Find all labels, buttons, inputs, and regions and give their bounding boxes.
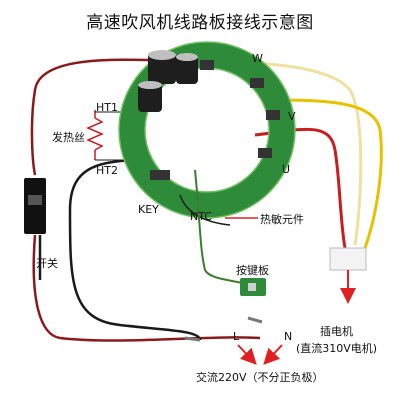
switch-body (24, 178, 46, 234)
label-v: V (288, 110, 296, 123)
label-ntc: NTC (190, 210, 212, 223)
motor-connector (329, 247, 367, 271)
mosfet-3 (266, 110, 280, 120)
capacitor-3 (138, 82, 162, 112)
plug-n (247, 316, 263, 324)
label-switch: 开关 (36, 257, 58, 270)
plug-l (184, 336, 201, 342)
label-ht2: HT2 (96, 164, 118, 177)
label-ht1: HT1 (96, 101, 118, 114)
label-ac: 交流220V（不分正负极） (196, 371, 324, 384)
heater-coil (86, 117, 104, 151)
red-wire-loop (30, 58, 151, 176)
label-dc-motor: (直流310V电机) (296, 342, 378, 355)
label-w: W (252, 52, 263, 65)
button-board-wire (194, 169, 251, 286)
diagram-title: 高速吹风机线路板接线示意图 (86, 13, 314, 33)
label-l: L (233, 330, 240, 343)
label-u: U (282, 163, 291, 176)
black-wire-key (68, 158, 202, 341)
red-wire-bottom (32, 234, 261, 342)
ic-chip (150, 170, 170, 180)
pcb-ring (119, 42, 295, 218)
mosfet-2 (250, 78, 264, 88)
label-thermistor: 热敏元件 (260, 213, 304, 226)
mosfet-4 (258, 148, 272, 158)
capacitor-2 (176, 54, 198, 84)
label-n: N (284, 330, 293, 343)
label-plug-motor: 插电机 (320, 325, 353, 338)
label-key: KEY (138, 203, 159, 216)
label-heater: 发热丝 (52, 131, 85, 144)
ntc-wire (179, 194, 231, 226)
wire-v-yellow (269, 98, 383, 249)
capacitor-1 (148, 52, 176, 84)
label-button-board: 按键板 (236, 264, 269, 277)
mosfet-1 (200, 60, 214, 70)
